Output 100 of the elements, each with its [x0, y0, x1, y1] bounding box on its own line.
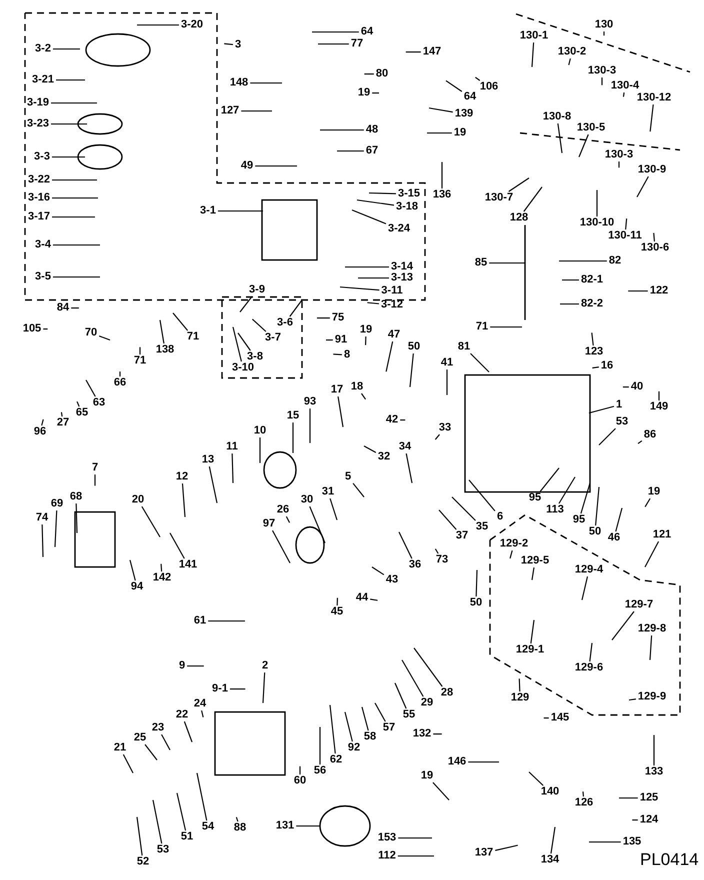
callout-number: 36 — [408, 560, 422, 570]
callout-number: 146 — [446, 756, 468, 768]
leader-line — [414, 648, 443, 687]
callout-number: 52 — [136, 856, 150, 868]
callout-number: 16 — [600, 360, 614, 372]
callout-number: 124 — [638, 814, 660, 826]
callout-number: 53 — [156, 844, 170, 856]
leader-line — [622, 386, 629, 388]
leader-line — [434, 434, 440, 440]
leader-line — [236, 816, 238, 822]
callout-number: 22 — [174, 710, 190, 720]
leader-line — [649, 635, 652, 660]
callout-number: 140 — [540, 786, 560, 798]
leader-line — [368, 192, 396, 194]
leader-line — [94, 474, 96, 486]
leader-line — [580, 482, 591, 514]
leader-line — [187, 665, 204, 667]
leader-line — [591, 332, 594, 346]
callout-number: 28 — [440, 688, 454, 698]
callout-number: 123 — [584, 346, 604, 358]
leader-line — [618, 162, 620, 168]
leader-line — [286, 516, 290, 523]
callout-number: 133 — [644, 766, 664, 778]
leader-line — [262, 672, 266, 704]
leader-line — [182, 483, 186, 518]
leader-line — [52, 197, 98, 199]
leader-line — [224, 43, 233, 46]
callout-number: 65 — [74, 408, 90, 418]
callout-number: 136 — [432, 190, 452, 200]
callout-number: 33 — [438, 422, 452, 434]
callout-number: 145 — [550, 712, 570, 724]
callout-number: 19 — [356, 88, 372, 98]
callout-number: 1 — [614, 400, 624, 410]
leader-line — [76, 503, 78, 534]
callout-number: 130-10 — [578, 218, 616, 228]
leader-line — [329, 704, 336, 754]
callout-number: 30 — [300, 494, 314, 506]
callout-number: 3-4 — [34, 240, 52, 250]
leader-line — [344, 712, 353, 742]
leader-line — [160, 564, 162, 572]
callout-number: 105 — [22, 324, 42, 334]
callout-number: 62 — [328, 754, 344, 766]
leader-line — [71, 307, 79, 309]
callout-number: 130-6 — [640, 242, 670, 254]
leader-line — [299, 766, 301, 774]
callout-number: 92 — [346, 742, 362, 754]
callout-number: 129-8 — [636, 624, 668, 634]
callout-number: 95 — [572, 514, 586, 526]
callout-number: 137 — [474, 848, 494, 858]
callout-number: 3-17 — [26, 212, 52, 222]
callout-number: 147 — [422, 46, 442, 58]
leader-line — [601, 78, 603, 86]
callout-number: 20 — [130, 494, 146, 506]
callout-number: 3-24 — [386, 224, 412, 234]
callout-number: 5 — [344, 472, 352, 482]
callout-number: 3-5 — [34, 272, 52, 282]
callout-number: 130 — [594, 20, 614, 30]
leader-line — [658, 391, 660, 400]
leader-line — [446, 80, 462, 92]
leader-line — [581, 576, 588, 600]
leader-line — [428, 107, 453, 113]
leader-line — [289, 300, 302, 317]
callout-number: 3-6 — [276, 318, 294, 328]
leader-line — [52, 244, 100, 246]
callout-number: 139 — [454, 108, 474, 120]
leader-line — [625, 218, 628, 230]
callout-number: 32 — [376, 452, 392, 462]
leader-line — [510, 550, 513, 559]
callout-number: 135 — [622, 836, 642, 848]
leader-line — [398, 855, 434, 857]
leader-line — [446, 370, 448, 395]
leader-line — [559, 260, 607, 262]
callout-number: 12 — [174, 472, 190, 482]
leader-line — [52, 276, 100, 278]
leader-line — [636, 176, 649, 198]
leader-line — [201, 710, 204, 718]
leader-line — [292, 422, 294, 453]
leader-line — [309, 506, 326, 544]
callout-number: 130-3 — [604, 150, 634, 160]
leader-line — [402, 660, 424, 697]
callout-number: 17 — [330, 384, 344, 396]
callout-number: 25 — [132, 732, 148, 744]
leader-line — [518, 678, 520, 692]
leader-line — [119, 372, 121, 376]
callout-number: 2 — [260, 660, 270, 672]
callout-number: 95 — [528, 492, 542, 504]
leader-line — [622, 92, 625, 97]
leader-line — [361, 706, 369, 731]
callout-number: 3-14 — [390, 262, 414, 272]
leader-line — [550, 826, 556, 854]
leader-line — [406, 453, 413, 484]
leader-line — [650, 104, 654, 132]
leader-line — [367, 302, 380, 304]
leader-line — [628, 698, 636, 701]
leader-line — [531, 567, 535, 580]
callout-number: 112 — [377, 850, 397, 862]
callout-number: 129-5 — [520, 556, 550, 566]
leader-line — [129, 560, 136, 581]
leader-line — [361, 393, 366, 400]
callout-number: 82-2 — [580, 298, 604, 310]
